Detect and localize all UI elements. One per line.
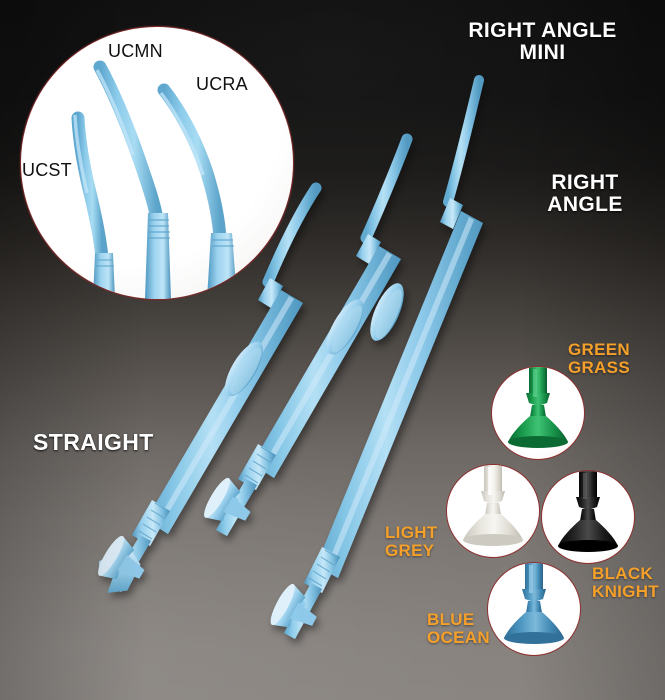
plunger-pad bbox=[204, 477, 251, 522]
swatch-green-grass bbox=[491, 366, 585, 460]
plunger-pad bbox=[98, 535, 145, 593]
green-grass-plunger-pad bbox=[508, 367, 568, 448]
label-black-knight: BLACK KNIGHT bbox=[592, 564, 659, 601]
label-ucst-code: UCST bbox=[22, 160, 72, 180]
label-blue-ocean: BLUE OCEAN bbox=[427, 610, 490, 647]
inset-tip-ucra bbox=[157, 83, 237, 299]
swatch-light-grey bbox=[446, 464, 540, 558]
tip-detail-illustration bbox=[71, 60, 237, 299]
label-right-angle: RIGHT ANGLE bbox=[547, 171, 623, 217]
tip-detail-inset-circle bbox=[20, 26, 294, 300]
label-light-grey: LIGHT GREY bbox=[385, 523, 438, 560]
label-ucra-code: UCRA bbox=[196, 74, 248, 94]
swatch-black-knight bbox=[541, 470, 635, 564]
thumb-flange bbox=[326, 299, 364, 355]
label-right-angle-mini: RIGHT ANGLE MINI bbox=[468, 19, 617, 65]
thumb-flange bbox=[370, 283, 404, 341]
black-knight-plunger-pad bbox=[558, 471, 618, 552]
thumb-flange bbox=[225, 341, 263, 397]
applicator-right-angle-mini bbox=[270, 75, 484, 639]
label-green-grass: GREEN GRASS bbox=[568, 340, 630, 377]
blue-ocean-plunger-pad bbox=[504, 563, 564, 644]
label-straight: STRAIGHT bbox=[33, 429, 154, 455]
applicator-right-angle bbox=[204, 133, 413, 536]
label-ucmn-code: UCMN bbox=[108, 41, 163, 61]
applicator-straight bbox=[98, 182, 322, 593]
plunger-pad bbox=[270, 583, 317, 628]
ribbed-collar bbox=[132, 500, 170, 546]
ribbed-collar bbox=[304, 547, 340, 593]
light-grey-plunger-pad bbox=[463, 465, 523, 546]
ribbed-collar bbox=[238, 444, 276, 490]
inset-tip-ucst bbox=[71, 111, 115, 299]
inset-tip-ucmn bbox=[93, 60, 171, 299]
swatch-blue-ocean bbox=[487, 562, 581, 656]
